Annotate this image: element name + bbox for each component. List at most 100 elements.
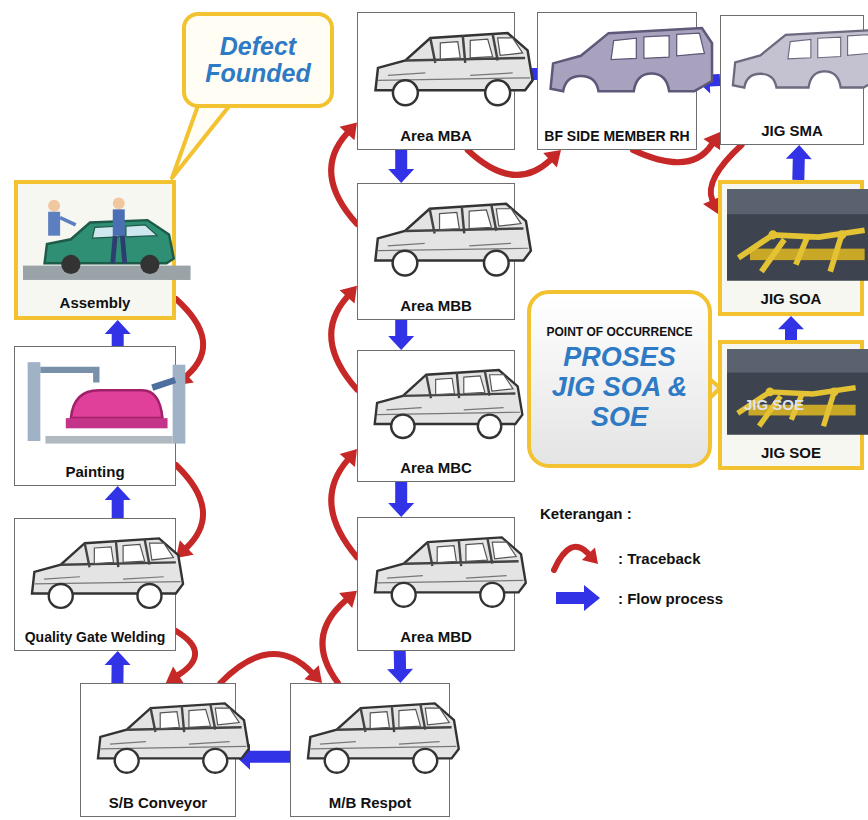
traceback-curve [331,460,357,557]
process-box: JIG SOA [718,180,864,316]
flow-arrow-shape [556,585,600,611]
illustration [20,352,198,454]
illustration [363,189,536,288]
flow-arrow [105,320,131,346]
flow-arrow-shape [105,320,131,346]
flow-arrow [778,316,804,340]
illustration [86,689,254,785]
flow-arrow [388,482,414,517]
traceback-curve [331,134,357,225]
flow-arrow [387,651,413,683]
illustration [363,18,538,118]
traceback-curve [331,297,357,390]
illustration [726,21,868,113]
traceback-head [166,667,184,684]
illustration [543,18,720,119]
photo-caption: JIG SOE [744,396,804,413]
traceback-curve [554,547,588,570]
flow-arrow-shape [388,150,414,183]
callout-heading: POINT OF OCCURRENCE [546,326,692,340]
traceback-curve [176,299,203,375]
legend-text: : Flow process [618,590,723,607]
legend-row: : Traceback [548,538,723,578]
box-label: M/B Respot [325,792,416,816]
traceback-head [340,122,358,140]
flow-arrow [786,145,812,180]
flow-sample [556,585,600,611]
process-box: JIG SMA [720,15,864,145]
box-label: JIG SOA [757,288,826,312]
process-box: Painting [14,346,176,486]
flow-arrow-shape [388,482,414,517]
flow-arrow-shape [105,486,131,518]
box-label: JIG SOE [757,442,825,466]
box-label: Quality Gate Welding [21,627,170,650]
traceback-arrow [220,654,322,683]
traceback-head [340,449,357,467]
legend-sample [548,580,610,616]
process-box: Area MBC [357,350,515,482]
speech-bubble: Defect Founded [182,12,334,108]
box-label: S/B Conveyor [105,792,211,816]
box-label: Area MBD [396,626,476,650]
traceback-head [703,132,720,150]
flow-arrow-shape [778,316,804,340]
traceback-arrow [322,591,357,683]
box-label: Assembly [56,292,135,316]
traceback-arrow [176,465,203,558]
process-box: BF SIDE MEMBER RH [537,12,697,150]
traceback-head [340,286,357,304]
flow-arrow-shape [387,651,413,683]
box-label: Area MBA [396,125,476,149]
illustration [363,523,531,619]
process-box: M/B Respot [290,683,450,817]
box-label: Painting [61,461,128,485]
traceback-head [304,665,322,683]
illustration [20,524,188,620]
traceback-curve [322,601,345,684]
process-box: Area MBD [357,517,515,651]
box-label: Area MBB [396,295,476,319]
traceback-curve [176,465,203,548]
flow-arrow [388,320,414,350]
flow-arrow [388,150,414,183]
traceback-arrow [331,286,357,390]
traceback-arrow [468,150,561,175]
traceback-arrow [331,122,357,224]
traceback-head [582,548,598,564]
flow-arrow-shape [105,651,131,683]
legend-heading: Keterangan : [540,505,632,522]
illustration [727,349,868,435]
illustration [727,189,868,281]
legend-text: : Traceback [618,550,701,567]
illustration [296,689,464,785]
legend: : Traceback : Flow process [548,538,723,618]
box-label: JIG SMA [757,120,827,144]
process-box: Assembly [14,180,176,320]
legend-row: : Flow process [548,578,723,618]
bubble-tail [172,100,234,178]
traceback-arrow [331,449,357,557]
flow-arrow-shape [388,320,414,350]
callout-text: Defect Founded [196,33,320,88]
traceback-curve [220,654,311,683]
callout-box: POINT OF OCCURRENCE PROSES JIG SOA & SOE [527,290,712,468]
callout-text: PROSES JIG SOA & SOE [543,343,696,432]
process-box: Area MBA [357,12,515,150]
box-label: BF SIDE MEMBER RH [540,126,693,149]
traceback-head [339,591,357,608]
flow-arrow [105,486,131,518]
traceback-curve [468,150,550,175]
illustration [23,189,191,285]
process-box: S/B Conveyor [80,683,236,817]
legend-sample [548,540,610,576]
flow-arrow-shape [786,145,812,180]
process-box: Quality Gate Welding [14,518,176,651]
traceback-head [543,150,561,168]
illustration [363,356,527,450]
traceback-sample [554,547,598,570]
traceback-curve [176,631,195,675]
flow-arrow [105,651,131,683]
box-label: Area MBC [396,457,476,481]
